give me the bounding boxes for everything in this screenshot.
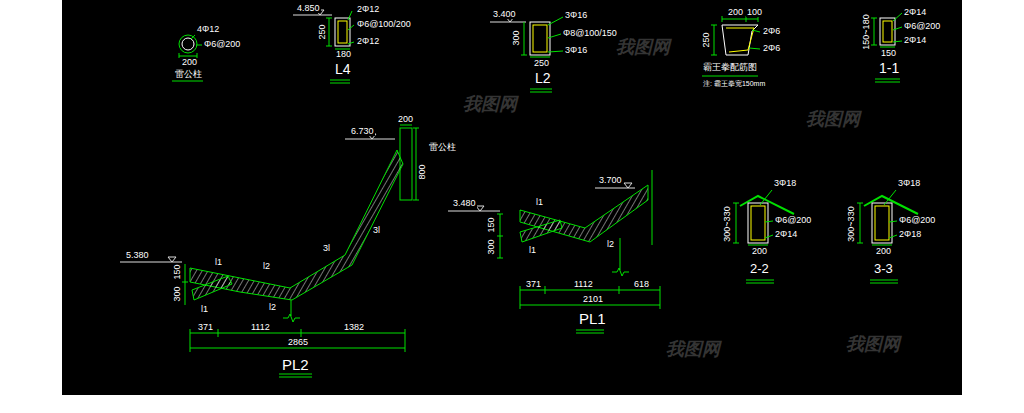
member-number: l2 <box>262 262 271 271</box>
rebar-label: 2Φ12 <box>356 5 380 14</box>
dimension-text: 2865 <box>287 338 309 347</box>
drawing-title: 霸王拳配筋图 <box>702 63 758 72</box>
dimension-text: 300 <box>173 285 182 302</box>
watermark: 我图网 <box>665 340 721 358</box>
member-number: 3l <box>322 244 331 253</box>
dimension-text: 371 <box>525 280 542 289</box>
dimension-text: 300 <box>512 29 521 46</box>
member-number: l2 <box>268 303 277 312</box>
rebar-label: 3Φ16 <box>564 11 588 20</box>
rebar-label: 2Φ14 <box>774 230 798 239</box>
dimension-text: 1112 <box>250 323 271 332</box>
rebar-label: 3Φ18 <box>897 179 921 188</box>
stirrup-label: Φ6@200 <box>203 40 241 49</box>
elevation-text: 3.700 <box>598 176 623 185</box>
dimension-text: 250 <box>702 31 711 48</box>
rebar-label: 2Φ14 <box>903 36 927 45</box>
elevation-text: 3.480 <box>452 199 477 208</box>
section-title: 1-1 <box>878 61 900 75</box>
elevation-text: 4.850 <box>296 4 321 13</box>
rebar-label: 2Φ18 <box>898 230 922 239</box>
elevation-text: 5.380 <box>125 251 150 260</box>
dimension-text: 250 <box>318 23 327 40</box>
dimension-text: 371 <box>197 323 214 332</box>
dimension-text: 300 <box>487 238 496 255</box>
watermark: 我图网 <box>462 95 518 113</box>
dimension-text: 1382 <box>343 323 365 332</box>
dimension-text: 1112 <box>573 280 594 289</box>
dimension-text: 200 <box>875 247 892 256</box>
watermark: 我图网 <box>615 38 671 56</box>
rebar-label: 2Φ6 <box>762 44 781 53</box>
dimension-text: 2101 <box>582 295 604 304</box>
dimension-text: 800 <box>418 163 427 180</box>
member-number: l1 <box>200 305 209 314</box>
dimension-text: 300~330 <box>847 205 856 242</box>
drawing-title: PL2 <box>281 357 310 372</box>
rebar-label: 2Φ14 <box>903 8 927 17</box>
dimension-text: 150 <box>487 216 496 233</box>
drawing-title: PL1 <box>578 311 607 326</box>
stirrup-label: Φ8@100/150 <box>562 29 618 38</box>
member-number: l1 <box>214 258 223 267</box>
member-number: 3l <box>372 226 381 235</box>
watermark: 我图网 <box>805 110 861 128</box>
dimension-text: 200 <box>397 115 414 124</box>
dimension-text: 618 <box>633 280 650 289</box>
elevation-text: 6.730 <box>350 127 375 136</box>
dimension-text: 150~180 <box>862 13 871 50</box>
dimension-text: 200 <box>751 247 768 256</box>
rebar-label: 3Φ18 <box>773 179 797 188</box>
dimension-text: 300~330 <box>723 205 732 242</box>
rebar-label: 2Φ12 <box>356 37 380 46</box>
part-name: 雷公柱 <box>428 143 457 152</box>
section-title: 2-2 <box>749 262 770 275</box>
stirrup-label: Φ6@200 <box>898 216 936 225</box>
dimension-text: 250 <box>533 59 550 68</box>
dimension-text: 200 <box>727 8 744 17</box>
member-number: l2 <box>606 240 615 249</box>
dimension-text: 100 <box>746 8 763 17</box>
stirrup-label: Φ6@100/200 <box>356 20 412 29</box>
member-number: l1 <box>528 246 537 255</box>
note: 注: 霸王拳宽150mm <box>702 80 766 87</box>
watermark: 我图网 <box>845 335 901 353</box>
elevation-text: 3.400 <box>492 10 517 19</box>
stirrup-label: Φ6@200 <box>774 216 812 225</box>
dimension-text: 150 <box>173 263 182 280</box>
member-number: l1 <box>535 198 544 207</box>
rebar-label: 2Φ6 <box>762 27 781 36</box>
part-name: 雷公柱 <box>174 70 203 79</box>
rebar-label: 4Φ12 <box>196 25 220 34</box>
dimension-text: 180 <box>335 50 352 59</box>
section-title: L4 <box>334 62 352 76</box>
dimension-text: 200 <box>181 58 198 67</box>
rebar-label: 3Φ16 <box>564 46 588 55</box>
stirrup-label: Φ6@200 <box>903 22 941 31</box>
section-title: 3-3 <box>873 262 894 275</box>
section-title: L2 <box>534 71 552 85</box>
dimension-text: 150 <box>880 49 897 58</box>
